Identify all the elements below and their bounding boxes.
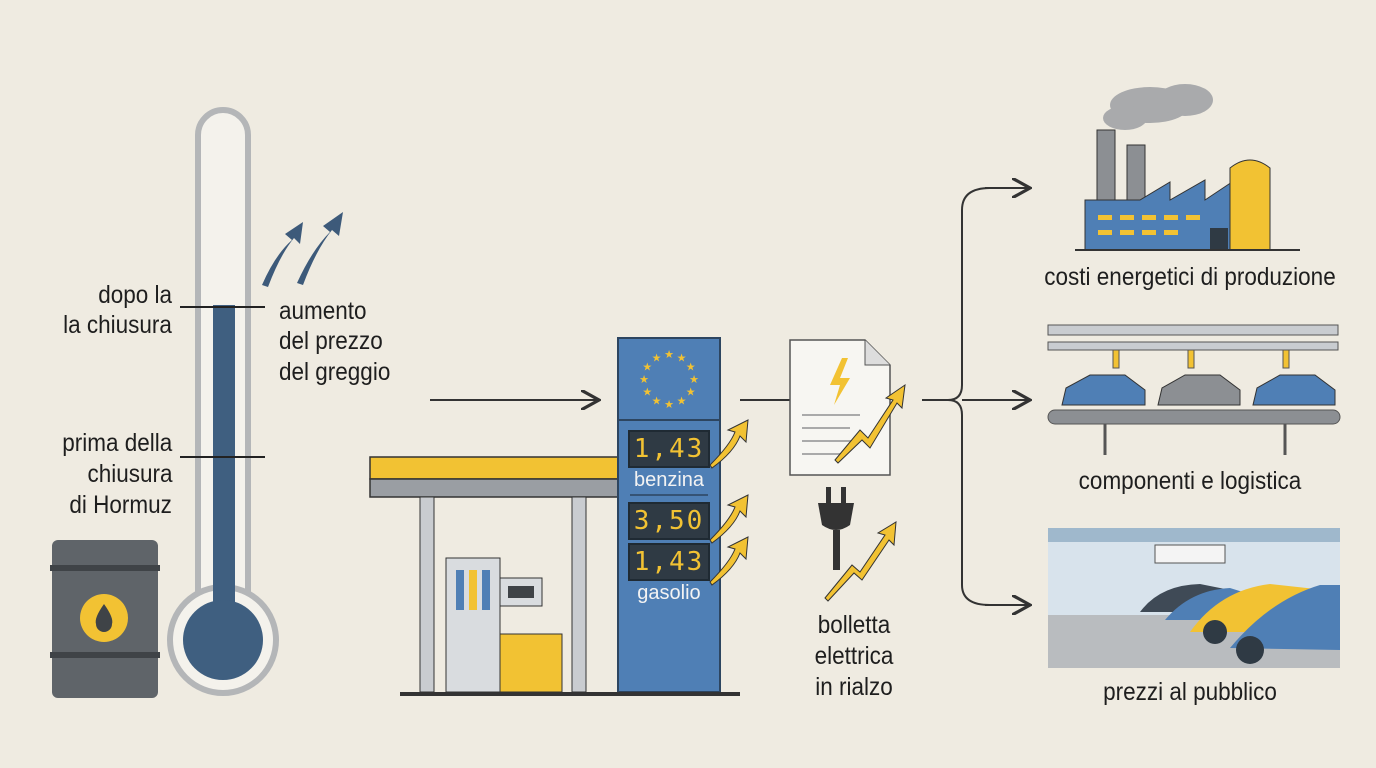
after-closure-label-1: dopo la bbox=[98, 281, 172, 309]
factory-icon bbox=[1075, 84, 1300, 251]
effect-components-logistics: componenti e logistica bbox=[1078, 467, 1302, 495]
crude-rise-label-1: aumento bbox=[279, 297, 367, 325]
eu-star-icon: ★ bbox=[642, 387, 652, 399]
branch-arrows bbox=[922, 188, 1028, 605]
before-closure-label-3: di Hormuz bbox=[69, 491, 172, 519]
electric-bill-icon bbox=[789, 339, 906, 476]
crude-rise-label-2: del prezzo bbox=[279, 327, 383, 355]
gasolio-price-display: 1,43 bbox=[628, 543, 710, 581]
price-rise-arrows bbox=[709, 419, 749, 586]
eu-star-icon: ★ bbox=[689, 374, 699, 386]
rising-arrows-icon bbox=[262, 212, 343, 287]
eu-star-icon: ★ bbox=[652, 396, 662, 408]
eu-star-icon: ★ bbox=[677, 352, 687, 364]
bill-label-3: in rialzo bbox=[815, 673, 893, 701]
eu-star-icon: ★ bbox=[664, 349, 674, 361]
after-closure-label-2: la chiusura bbox=[63, 311, 172, 339]
bill-label-1: bolletta bbox=[817, 611, 891, 639]
eu-star-icon: ★ bbox=[686, 362, 696, 374]
eu-stars-icon: ★★★★★★★★★★★★ bbox=[639, 349, 699, 411]
effect-production-costs: costi energetici di produzione bbox=[1044, 263, 1336, 291]
oil-barrel-icon bbox=[50, 540, 160, 698]
eu-star-icon: ★ bbox=[686, 387, 696, 399]
before-closure-label-1: prima della bbox=[61, 429, 172, 457]
eu-star-icon: ★ bbox=[642, 362, 652, 374]
eu-star-icon: ★ bbox=[664, 399, 674, 411]
crude-rise-label-3: del greggio bbox=[279, 358, 391, 386]
gas-station-icon bbox=[369, 337, 740, 696]
before-closure-label-2: chiusura bbox=[86, 460, 172, 488]
plug-icon bbox=[818, 487, 897, 602]
eu-star-icon: ★ bbox=[652, 352, 662, 364]
gasolio-label: gasolio bbox=[637, 582, 701, 604]
eu-star-icon: ★ bbox=[639, 374, 649, 386]
benzina-price-display: 1,43 bbox=[628, 430, 710, 468]
car-showroom-icon bbox=[1048, 528, 1340, 668]
assembly-line-icon bbox=[1047, 324, 1341, 455]
benzina-label: benzina bbox=[633, 469, 705, 491]
thermometer-icon bbox=[167, 107, 279, 696]
eu-star-icon: ★ bbox=[677, 396, 687, 408]
effect-public-prices: prezzi al pubblico bbox=[1103, 678, 1277, 706]
middle-price-display: 3,50 bbox=[628, 502, 710, 540]
bill-label-2: elettrica bbox=[814, 642, 894, 670]
